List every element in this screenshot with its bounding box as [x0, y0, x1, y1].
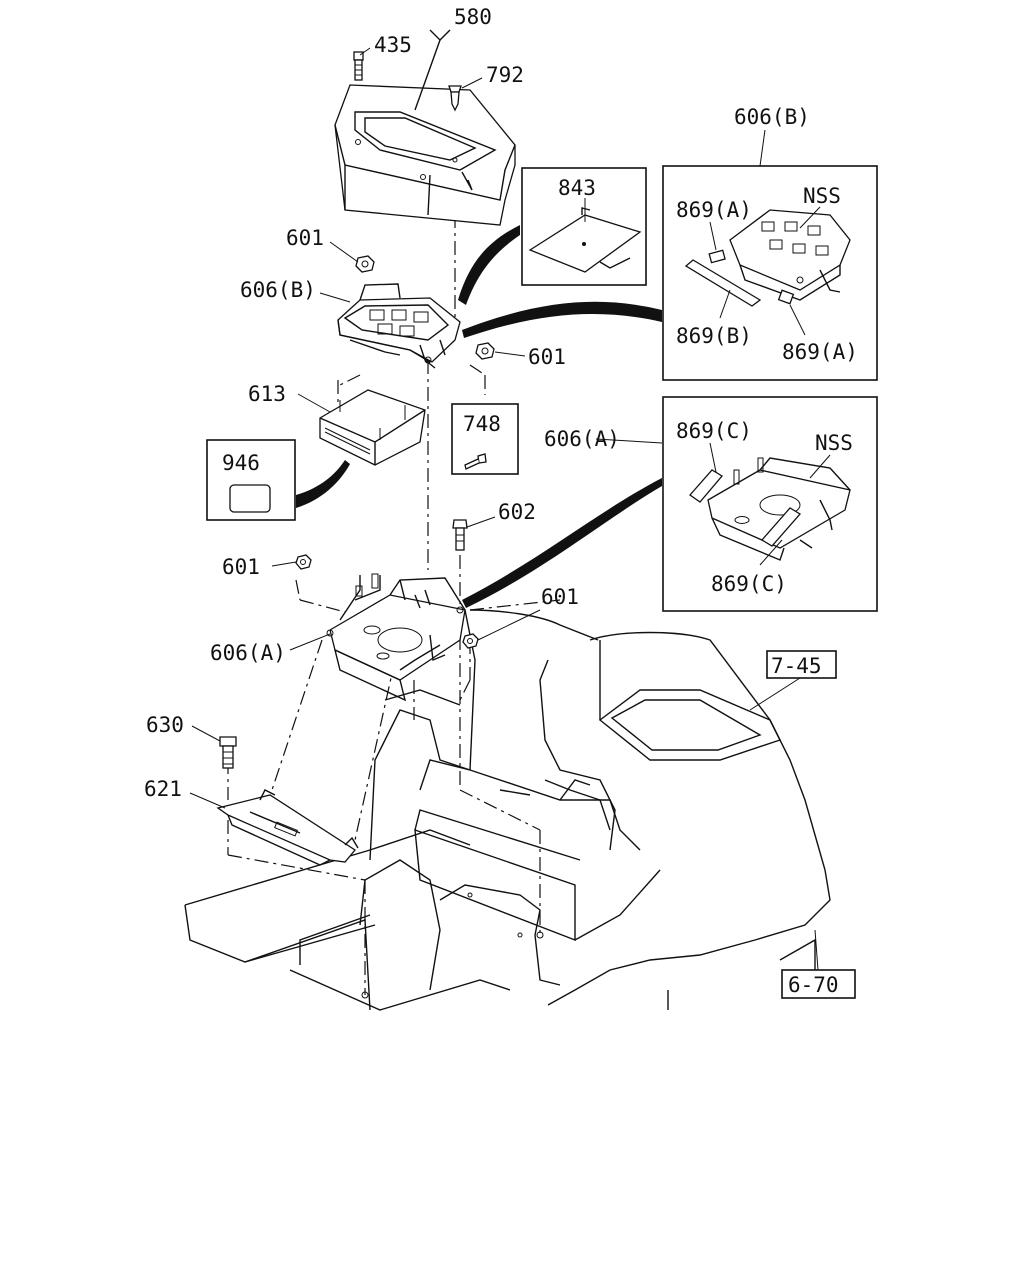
label-435: 435 — [374, 33, 412, 57]
label-869a-2: 869(A) — [782, 340, 858, 364]
bracket-606a — [326, 573, 466, 702]
label-792: 792 — [486, 63, 524, 87]
inset-748 — [451, 403, 519, 475]
assembly-lines — [227, 85, 561, 995]
callout-labels: 580 435 792 606(B) 843 601 606(B) 869(A)… — [144, 5, 858, 997]
clip-792 — [448, 85, 462, 112]
label-601-b: 601 — [528, 345, 566, 369]
bolt-435 — [353, 51, 364, 81]
label-606a-box: 606(A) — [544, 427, 620, 451]
label-621: 621 — [144, 777, 182, 801]
nut-601-b — [475, 342, 495, 360]
label-946: 946 — [222, 451, 260, 475]
inset-606b — [662, 165, 878, 381]
label-nss-b: NSS — [803, 184, 841, 208]
module-613 — [319, 389, 426, 466]
ref-box-7-45 — [766, 650, 837, 679]
label-843: 843 — [558, 176, 596, 200]
label-580: 580 — [454, 5, 492, 29]
cab-floor-body — [184, 609, 831, 1011]
label-748: 748 — [463, 412, 501, 436]
label-602: 602 — [498, 500, 536, 524]
label-7-45: 7-45 — [771, 654, 822, 678]
cover-580 — [334, 84, 516, 226]
label-601-c: 601 — [222, 555, 260, 579]
label-606b: 606(B) — [240, 278, 316, 302]
label-630: 630 — [146, 713, 184, 737]
inset-946 — [206, 439, 296, 521]
bolt-602 — [452, 519, 468, 551]
label-nss-a: NSS — [815, 431, 853, 455]
nut-601-a — [355, 255, 375, 273]
callout-swooshes — [296, 225, 662, 608]
leader-lines — [189, 29, 831, 971]
label-6-70: 6-70 — [788, 973, 839, 997]
label-606b-box: 606(B) — [734, 105, 810, 129]
nut-601-c — [295, 554, 312, 570]
bracket-621 — [216, 789, 359, 866]
bolt-630 — [219, 736, 237, 769]
label-869b: 869(B) — [676, 324, 752, 348]
nut-601-d — [462, 633, 479, 649]
label-601-d: 601 — [541, 585, 579, 609]
inset-606a — [662, 396, 878, 612]
label-869c-2: 869(C) — [711, 572, 787, 596]
bracket-606b — [337, 283, 461, 369]
label-606a: 606(A) — [210, 641, 286, 665]
ref-box-6-70 — [781, 969, 856, 999]
label-601-a: 601 — [286, 226, 324, 250]
inset-843 — [521, 167, 647, 286]
label-869a-1: 869(A) — [676, 198, 752, 222]
label-613: 613 — [248, 382, 286, 406]
label-869c-1: 869(C) — [676, 419, 752, 443]
